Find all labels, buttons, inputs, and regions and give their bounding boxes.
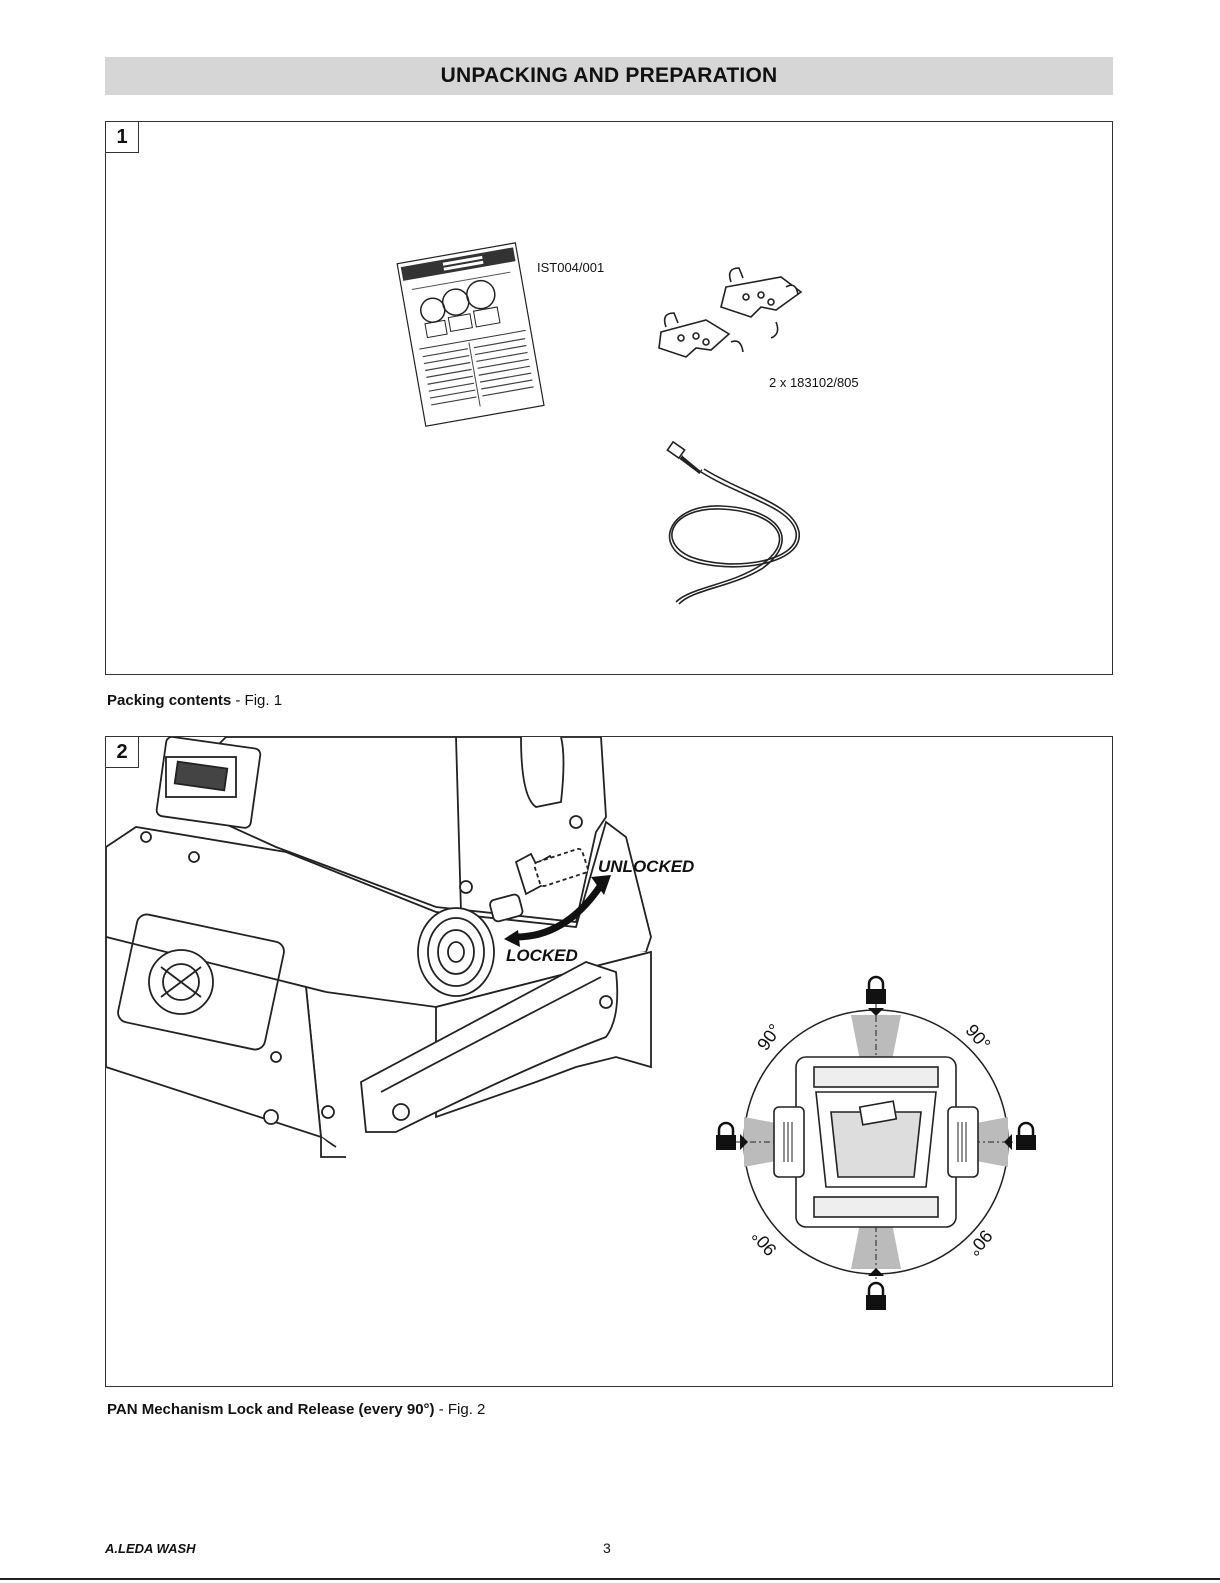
pan-rotation-diagram xyxy=(696,972,1076,1332)
section-header: UNPACKING AND PREPARATION xyxy=(105,57,1113,95)
figure-2-caption-title: PAN Mechanism Lock and Release (every 90… xyxy=(107,1401,435,1418)
footer-page-number: 3 xyxy=(603,1540,611,1556)
figure-1-box: 1 xyxy=(105,121,1113,675)
bracket-icon xyxy=(651,262,841,382)
unlocked-label: UNLOCKED xyxy=(598,857,694,877)
figure-1-caption: Packing contents - Fig. 1 xyxy=(107,692,282,709)
manual-booklet-icon xyxy=(396,242,546,432)
brackets-part-label: 2 x 183102/805 xyxy=(769,375,859,390)
lock-icon xyxy=(716,1123,736,1150)
fixture-illustration xyxy=(106,737,726,1177)
section-title: UNPACKING AND PREPARATION xyxy=(441,64,778,88)
lock-icon xyxy=(866,1283,886,1310)
lock-icon xyxy=(1016,1123,1036,1150)
figure-1-number: 1 xyxy=(106,122,139,153)
lock-icon xyxy=(866,977,886,1004)
manual-part-label: IST004/001 xyxy=(537,260,604,275)
figure-1-caption-ref: - Fig. 1 xyxy=(231,692,282,709)
cable-icon xyxy=(651,437,831,607)
figure-2-caption-ref: - Fig. 2 xyxy=(435,1401,486,1418)
figure-2-number: 2 xyxy=(106,737,139,768)
figure-2-box: 2 xyxy=(105,736,1113,1387)
bottom-rule xyxy=(0,1578,1220,1580)
locked-label: LOCKED xyxy=(506,946,578,966)
footer-product-name: A.LEDA WASH xyxy=(105,1541,196,1556)
figure-1-caption-title: Packing contents xyxy=(107,692,231,709)
figure-2-caption: PAN Mechanism Lock and Release (every 90… xyxy=(107,1401,485,1418)
